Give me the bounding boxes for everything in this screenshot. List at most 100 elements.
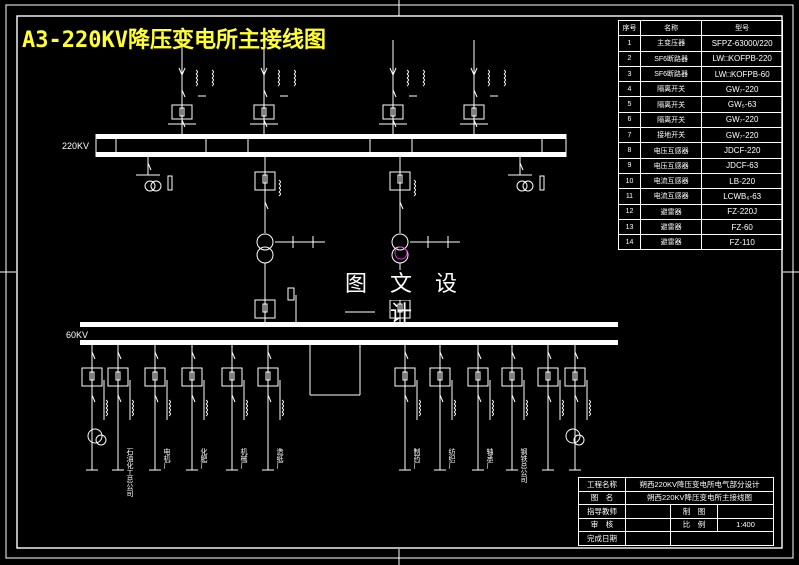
coil [422, 69, 425, 75]
coil [503, 69, 506, 75]
ct-frame [181, 367, 203, 387]
row-number: 13 [618, 218, 641, 236]
disconnector [439, 394, 444, 403]
disconnector [404, 394, 409, 403]
ct-frame [221, 367, 243, 387]
lv-bus-2 [80, 340, 618, 345]
disconnector [267, 351, 272, 360]
ct-frame [467, 367, 489, 387]
ct-frame [463, 104, 485, 120]
coil [487, 77, 490, 83]
row-name: 隔离开关 [639, 81, 703, 98]
arrow-icon [260, 67, 268, 77]
coil [413, 187, 416, 193]
lv-pt-symbol [287, 287, 295, 301]
breaker [545, 371, 551, 381]
feeder-label: 造纸厂 [276, 447, 284, 470]
table-header-0: 序号 [618, 19, 641, 37]
disconnector [511, 351, 516, 360]
disconnector [392, 89, 397, 98]
coil [168, 407, 171, 413]
coil [205, 403, 208, 409]
ct-frame [107, 367, 129, 387]
coil [525, 407, 528, 413]
disconnector [547, 351, 552, 360]
aux-transformer [95, 434, 107, 446]
lv-bus-label: 60KV [66, 330, 89, 340]
row-number: 3 [618, 65, 641, 83]
coil [588, 403, 591, 409]
ct-frame [254, 299, 276, 319]
coil [418, 399, 421, 405]
coil [211, 69, 214, 75]
ct-frame [389, 299, 411, 319]
feeder-label: 制药厂 [413, 447, 421, 470]
date-label: 完成日期 [578, 531, 626, 546]
row-number: 9 [618, 157, 641, 174]
row-name: 电压互感器 [639, 157, 703, 174]
arrow-icon [389, 67, 397, 77]
disconnector [147, 162, 152, 171]
breaker [509, 371, 515, 381]
coil [105, 407, 108, 413]
feeder-label: 机械厂 [240, 447, 248, 470]
row-spec: FZ-60 [701, 218, 783, 236]
disconnector [473, 89, 478, 98]
coil [413, 183, 416, 189]
review-value [625, 517, 671, 532]
transformer-hv-winding [256, 233, 274, 251]
breaker [261, 107, 267, 117]
coil [525, 399, 528, 405]
coil [205, 411, 208, 417]
coil [503, 81, 506, 87]
coil [245, 403, 248, 409]
coil [422, 77, 425, 83]
ct-frame [382, 104, 404, 120]
coil [453, 407, 456, 413]
disconnector [181, 89, 186, 98]
disconnector [231, 394, 236, 403]
lv-bus-1 [80, 322, 618, 327]
disconnector [117, 351, 122, 360]
coil [588, 407, 591, 413]
coil [205, 399, 208, 405]
coil [168, 411, 171, 417]
drawing-title: A3-220KV降压变电所主接线图 [22, 28, 326, 53]
row-name: 隔离开关 [639, 111, 703, 129]
row-number: 6 [618, 111, 641, 129]
row-number: 14 [618, 234, 641, 251]
arrester [539, 175, 545, 191]
coil [453, 411, 456, 417]
row-name: 接地开关 [639, 127, 703, 144]
project-label: 工程名称 [578, 477, 626, 492]
coil [277, 73, 280, 79]
coil [278, 187, 281, 193]
row-spec: GW₇-220 [701, 81, 783, 98]
breaker [475, 371, 481, 381]
row-name: 避雷器 [639, 218, 703, 236]
coil [422, 73, 425, 79]
title-block: 工程名称 朔西220KV降压变电所电气部分设计 图 名 朔西220KV降压变电所… [578, 477, 774, 546]
coil [406, 69, 409, 75]
row-number: 11 [618, 188, 641, 205]
feeder-label: 石油化工总公司 [126, 448, 134, 497]
row-number: 4 [618, 81, 641, 98]
row-name: SF6断路器 [639, 50, 703, 67]
row-number: 7 [618, 127, 641, 144]
coil [281, 399, 284, 405]
row-spec: SFPZ-63000/220 [701, 35, 783, 52]
row-name: 避雷器 [639, 203, 703, 220]
row-spec: GW₇-220 [701, 111, 783, 129]
coil [453, 403, 456, 409]
aux-transformer [565, 428, 581, 444]
coil [561, 403, 564, 409]
row-spec: FZ-110 [701, 234, 783, 251]
disconnector [231, 351, 236, 360]
